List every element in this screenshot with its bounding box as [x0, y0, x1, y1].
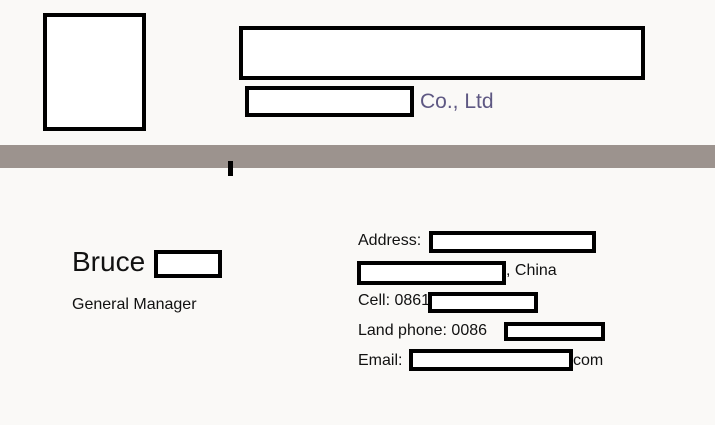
person-first-name: Bruce: [72, 246, 146, 277]
company-name-redacted: [239, 26, 645, 80]
divider-mark: [228, 161, 233, 176]
logo-redacted: [43, 13, 146, 131]
address-country: , China: [506, 262, 557, 279]
email-redacted: [409, 349, 573, 371]
cell-number-redacted: [428, 292, 538, 313]
land-phone-label: Land phone: 0086: [358, 322, 488, 339]
address-label: Address:: [358, 232, 422, 249]
address-line2-redacted: [357, 261, 506, 285]
land-phone-number-redacted: [504, 322, 605, 341]
surname-redacted: [154, 250, 222, 278]
email-suffix: com: [573, 352, 604, 369]
company-short-name-redacted: [245, 86, 414, 117]
address-line1-redacted: [429, 231, 596, 253]
company-suffix: Co., Ltd: [420, 90, 494, 113]
email-label: Email:: [358, 352, 403, 369]
divider-bar: [0, 145, 715, 168]
person-title: General Manager: [72, 296, 197, 313]
cell-label: Cell: 0861: [358, 292, 431, 309]
